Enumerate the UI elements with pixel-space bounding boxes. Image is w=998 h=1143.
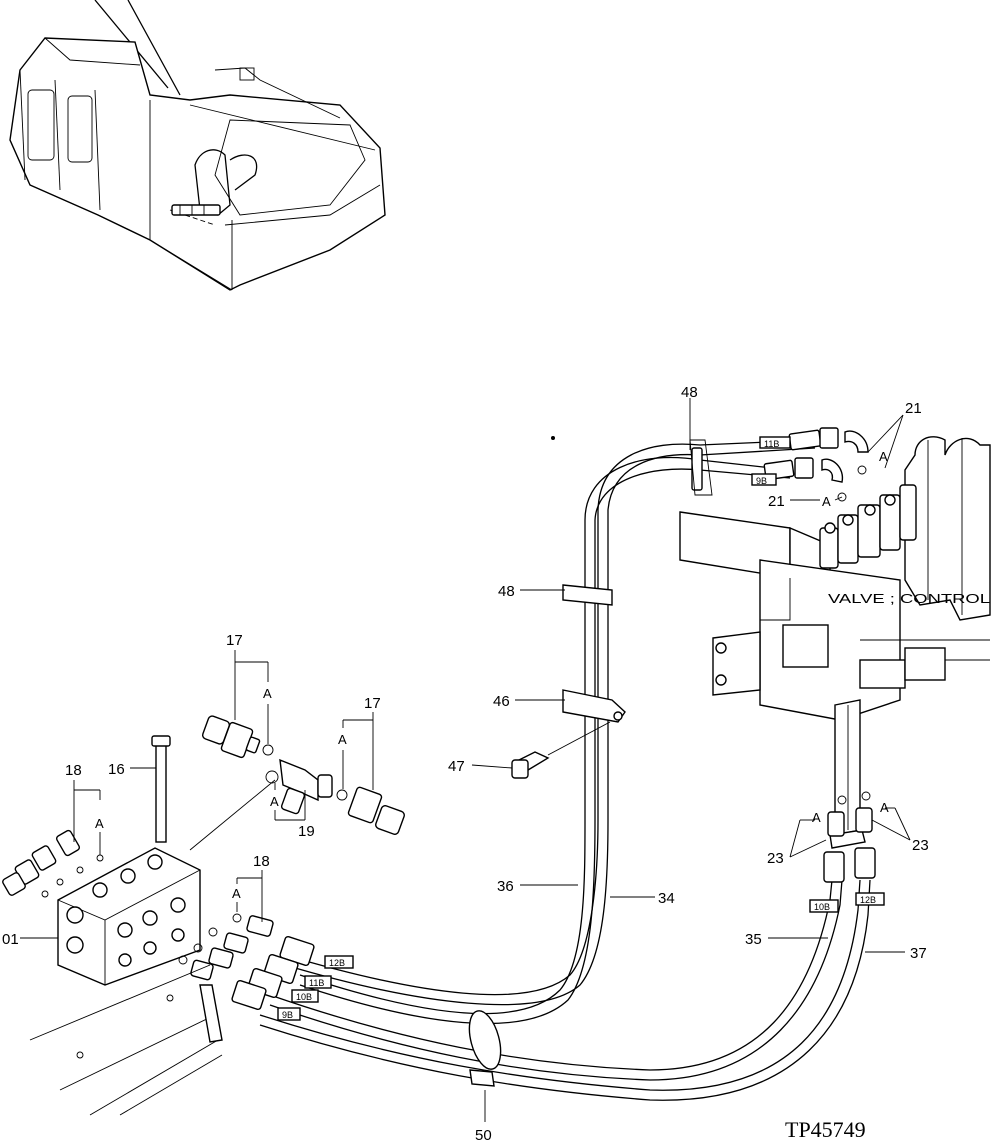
callout-17-right: 17 xyxy=(364,695,381,712)
hose-tag-9b-top: 9B xyxy=(756,476,767,486)
letter-a-21-top: A xyxy=(879,449,888,464)
machine-overview-illustration xyxy=(9,0,386,291)
letter-a-17-left: A xyxy=(263,686,272,701)
letter-a-17-right: A xyxy=(338,732,347,747)
callout-37: 37 xyxy=(910,945,927,962)
clamps-and-bolt xyxy=(468,584,626,1087)
letter-a-19: A xyxy=(270,794,279,809)
hose-34-36 xyxy=(284,439,816,1025)
top-fittings-21: 11B 9B xyxy=(689,427,869,502)
callout-17-left: 17 xyxy=(226,632,243,649)
left-hose-tags: 12B 11B 10B 9B xyxy=(277,955,354,1021)
callout-19: 19 xyxy=(298,823,315,840)
callout-46: 46 xyxy=(493,693,510,710)
callout-16: 16 xyxy=(108,761,125,778)
frame-rail xyxy=(29,964,223,1116)
letter-a-23-left: A xyxy=(812,810,821,825)
leader-lines xyxy=(20,398,911,1122)
callout-23-left: 23 xyxy=(767,850,784,867)
callout-numbers: 48 21 21 48 46 47 36 34 35 37 23 23 17 1… xyxy=(2,384,929,1143)
callout-23-right: 23 xyxy=(912,837,929,854)
hose-tag-9b-left: 9B xyxy=(282,1010,293,1020)
callout-18-left: 18 xyxy=(65,762,82,779)
valve-label: VALVE ; CONTROL xyxy=(828,591,990,606)
callout-47: 47 xyxy=(448,758,465,775)
reference-number: TP45749 xyxy=(785,1117,866,1142)
bottom-fittings-23: 10B 12B xyxy=(809,791,885,913)
hose-tag-10b-right: 10B xyxy=(814,902,830,912)
callout-18-right: 18 xyxy=(253,853,270,870)
detail-letters: A A A A A A A A A xyxy=(95,449,889,901)
callout-48-middle: 48 xyxy=(498,583,515,600)
hose-tag-12b-right: 12B xyxy=(860,895,876,905)
fittings-17-and-tee-19 xyxy=(201,715,405,835)
callout-21-top: 21 xyxy=(905,400,922,417)
callout-34: 34 xyxy=(658,890,675,907)
fittings-18-left xyxy=(2,829,104,898)
control-valve-assembly: VALVE ; CONTROL xyxy=(679,436,991,849)
callout-35: 35 xyxy=(745,931,762,948)
letter-a-21-lower: A xyxy=(822,494,831,509)
callout-36: 36 xyxy=(497,878,514,895)
hose-35-37 xyxy=(259,879,871,1101)
hose-tag-11b-top: 11B xyxy=(764,439,779,449)
callout-48-top: 48 xyxy=(681,384,698,401)
callout-50: 50 xyxy=(475,1127,492,1143)
hose-tag-11b-left: 11B xyxy=(309,978,324,988)
hose-tag-10b-left: 10B xyxy=(296,992,312,1002)
stray-dot xyxy=(551,436,555,440)
letter-a-18-right: A xyxy=(232,886,241,901)
letter-a-18-left: A xyxy=(95,816,104,831)
manifold-block-01 xyxy=(57,735,279,986)
callout-01: 01 xyxy=(2,931,19,948)
hose-tag-12b-left: 12B xyxy=(329,958,345,968)
letter-a-23-right: A xyxy=(880,800,889,815)
callout-21-lower: 21 xyxy=(768,493,785,510)
fittings-18-right xyxy=(178,913,315,1011)
